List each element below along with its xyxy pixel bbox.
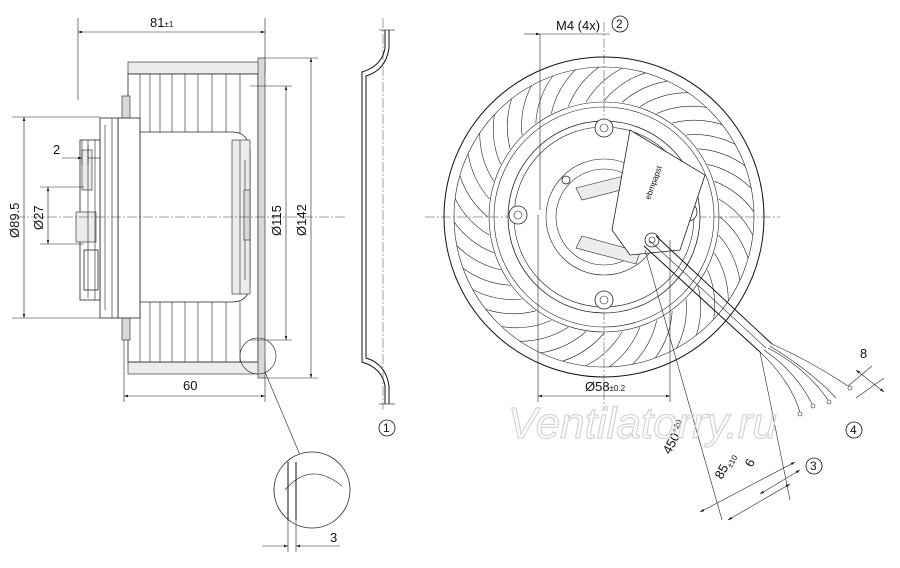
dim-60: 60 xyxy=(183,378,197,393)
impeller-blade xyxy=(632,320,657,365)
impeller-blade xyxy=(714,252,729,302)
impeller-blade xyxy=(707,164,752,189)
impeller-blade xyxy=(567,66,600,107)
detail-view: 3 xyxy=(262,451,351,552)
callout-4: 4 xyxy=(845,421,863,439)
impeller-blade xyxy=(459,175,489,218)
impeller-blade xyxy=(685,134,736,145)
impeller-blade xyxy=(467,153,490,200)
impeller-blade xyxy=(697,148,746,167)
callout-3: 3 xyxy=(805,457,823,475)
dim-detail-3: 3 xyxy=(330,530,337,545)
dim-8: 8 xyxy=(860,346,867,361)
impeller-blade xyxy=(676,298,687,349)
impeller-blade xyxy=(608,327,641,368)
impeller-blade xyxy=(506,98,512,149)
impeller-blade xyxy=(492,114,501,165)
impeller-blade xyxy=(672,119,723,125)
callout-1: 1 xyxy=(378,419,396,437)
impeller-blade xyxy=(540,331,587,354)
callout-2: 2 xyxy=(611,15,629,33)
dim-2: 2 xyxy=(53,142,60,157)
impeller-blade xyxy=(585,67,623,103)
impeller-blade xyxy=(535,75,554,124)
impeller-blade xyxy=(456,245,501,270)
front-view: ebmpapst M4 (4x) 2 xyxy=(425,15,885,521)
impeller-blade xyxy=(719,216,749,259)
impeller-blade xyxy=(479,132,494,182)
impeller-blade xyxy=(718,198,754,236)
dim-6: 6 xyxy=(741,456,758,469)
impeller-blade xyxy=(696,285,702,336)
dim-27: Ø27 xyxy=(31,205,46,230)
dim-142: Ø142 xyxy=(294,204,309,236)
impeller-blade xyxy=(519,327,569,342)
side-view: 81±1 60 Ø89.5 Ø27 2 Ø115 Ø142 xyxy=(7,15,345,456)
impeller-blade xyxy=(603,72,646,102)
svg-text:3: 3 xyxy=(810,459,817,473)
impeller-blade xyxy=(521,85,532,136)
cable-bundle xyxy=(643,235,853,417)
impeller-blade xyxy=(462,267,511,286)
impeller-blade xyxy=(562,332,605,362)
impeller-blade xyxy=(472,289,523,300)
impeller-blade xyxy=(718,234,741,281)
impeller-blade xyxy=(551,69,576,114)
impeller-blade xyxy=(639,92,689,107)
impeller-blade xyxy=(621,80,668,103)
dim-81: 81±1 xyxy=(150,15,174,30)
impeller-blade xyxy=(585,331,623,367)
impeller-blades xyxy=(453,66,755,368)
dim-thread: M4 (4x) xyxy=(556,18,600,33)
impeller-blade xyxy=(453,221,494,254)
svg-text:2: 2 xyxy=(616,17,623,31)
dim-85: 85±10 xyxy=(711,449,739,482)
impeller-blade xyxy=(707,269,716,320)
impeller-blade xyxy=(654,310,673,359)
dim-58: Ø58±0.2 xyxy=(585,379,626,394)
dim-115: Ø115 xyxy=(269,205,284,236)
dim-89-5: Ø89.5 xyxy=(7,203,22,238)
impeller-blade xyxy=(485,309,536,315)
impeller-blade xyxy=(501,320,552,329)
svg-text:1: 1 xyxy=(383,421,390,435)
svg-text:4: 4 xyxy=(850,423,857,437)
inlet-ring-section: 1 xyxy=(361,18,396,437)
impeller-blade xyxy=(656,105,707,114)
impeller-blade xyxy=(454,198,490,236)
impeller-blade xyxy=(714,180,755,213)
watermark: Ventilatorry.ru xyxy=(508,399,777,448)
